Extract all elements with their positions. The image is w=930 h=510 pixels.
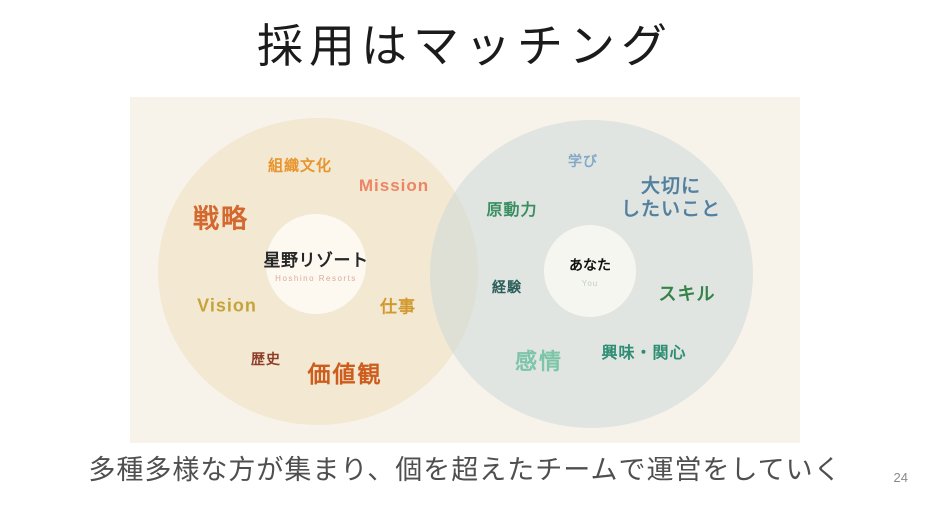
- you-label: あなた: [569, 256, 611, 273]
- slide-title: 採用はマッチング: [257, 20, 673, 72]
- company-center-badge: 星野リゾート Hoshino Resorts: [263, 214, 369, 314]
- hoshino-resorts-logo-sub: Hoshino Resorts: [275, 273, 357, 283]
- word-motivation: 原動力: [486, 202, 538, 219]
- word-what-matters: 大切に したいこと: [620, 176, 722, 220]
- word-learning: 学び: [568, 153, 598, 169]
- hoshino-resorts-logo: 星野リゾート: [263, 250, 369, 270]
- word-experience: 経験: [492, 279, 522, 295]
- page-number: 24: [893, 470, 908, 485]
- word-mission: Mission: [358, 176, 430, 195]
- word-values: 価値観: [307, 361, 383, 387]
- word-strategy: 戦略: [192, 203, 250, 234]
- word-skills: スキル: [658, 284, 716, 304]
- slide-caption: 多種多様な方が集まり、個を超えたチームで運営をしていく: [88, 455, 842, 485]
- word-emotions: 感情: [514, 349, 564, 374]
- word-history: 歴史: [251, 351, 281, 367]
- word-interests: 興味・関心: [601, 345, 687, 362]
- you-sublabel: You: [581, 278, 599, 288]
- word-organizational-culture: 組織文化: [267, 157, 333, 175]
- word-work: 仕事: [380, 297, 416, 317]
- you-center-badge: あなた You: [544, 225, 636, 317]
- word-vision: Vision: [197, 295, 257, 316]
- venn-diagram: 星野リゾート Hoshino Resorts あなた You 戦略 組織文化 M…: [130, 97, 800, 443]
